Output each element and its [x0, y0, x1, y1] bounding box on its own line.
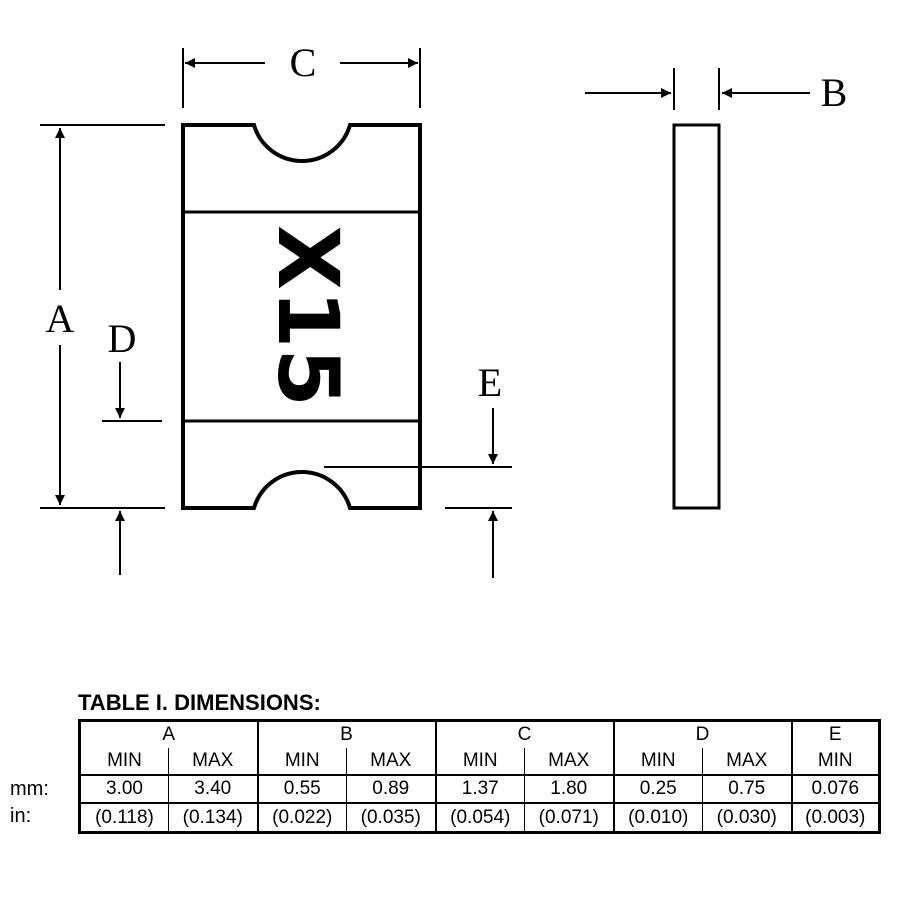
group-header-c: C [435, 720, 615, 748]
table-row-in: (0.118) (0.134) (0.022) (0.035) (0.054) … [79, 803, 880, 833]
table-cell: (0.022) [257, 803, 347, 833]
table-title: TABLE I. DIMENSIONS: [78, 690, 321, 715]
side-view-body [672, 123, 721, 510]
package-outline-drawing: X15 C A D E B [40, 40, 847, 578]
subheader-cell: MIN [817, 750, 853, 771]
table-cell: 0.89 [346, 774, 437, 804]
table-cell: (0.003) [805, 806, 866, 828]
table-cell: 3.40 [168, 774, 259, 804]
dimension-b: B [585, 68, 847, 115]
table-cell: 0.55 [257, 774, 347, 804]
row-label-in: in: [10, 805, 32, 827]
table-cell: 0.076 [791, 774, 880, 804]
subheader-cell: MAX [702, 748, 793, 775]
dimension-e-label: E [478, 360, 502, 405]
group-header-b: B [257, 720, 437, 748]
dimension-b-label: B [821, 70, 848, 115]
dimension-d-label: D [108, 316, 137, 361]
component-body-outline [181, 123, 422, 510]
table-cell: 1.37 [435, 774, 525, 804]
group-header-e: E [828, 724, 842, 745]
table-cell: (0.054) [435, 803, 525, 833]
table-cell: 3.00 [79, 774, 169, 804]
group-header-a: A [79, 720, 259, 748]
top-view: X15 [181, 123, 422, 510]
table-cell: (0.134) [168, 803, 259, 833]
subheader-cell: MAX [346, 748, 437, 775]
table-cell: 1.80 [524, 774, 615, 804]
subheader-row: MIN MAX MIN MAX MIN MAX MIN MAX MIN [79, 748, 880, 775]
dimension-a: A [40, 124, 165, 509]
table-cell: (0.010) [613, 803, 703, 833]
row-label-mm: mm: [10, 778, 49, 800]
component-marking: X15 [259, 225, 357, 407]
table-cell: (0.030) [702, 803, 793, 833]
subheader-cell: MAX [524, 748, 615, 775]
table-cell: (0.118) [79, 803, 169, 833]
subheader-cell: MIN [435, 748, 525, 775]
table-cell: (0.035) [346, 803, 437, 833]
subheader-cell: MAX [168, 748, 259, 775]
group-header-d: D [613, 720, 793, 748]
subheader-cell: MIN [257, 748, 347, 775]
side-view [672, 123, 721, 510]
dimension-a-label: A [46, 296, 75, 341]
dimension-d: D [102, 316, 162, 575]
table-row-mm: 3.00 3.40 0.55 0.89 1.37 1.80 0.25 0.75 … [79, 774, 880, 804]
subheader-cell: MIN [79, 748, 169, 775]
dimension-e: E [324, 360, 512, 578]
dimension-c-label: C [290, 40, 317, 85]
subheader-cell: MIN [613, 748, 703, 775]
table-cell: 0.25 [613, 774, 703, 804]
table-cell: (0.071) [524, 803, 615, 833]
group-header-row: A B C D E [79, 720, 880, 748]
table-cell: 0.75 [702, 774, 793, 804]
dimensions-table: A B C D E MIN MAX MIN MAX MIN MAX MIN MA… [78, 719, 881, 834]
dimension-c: C [182, 40, 421, 108]
